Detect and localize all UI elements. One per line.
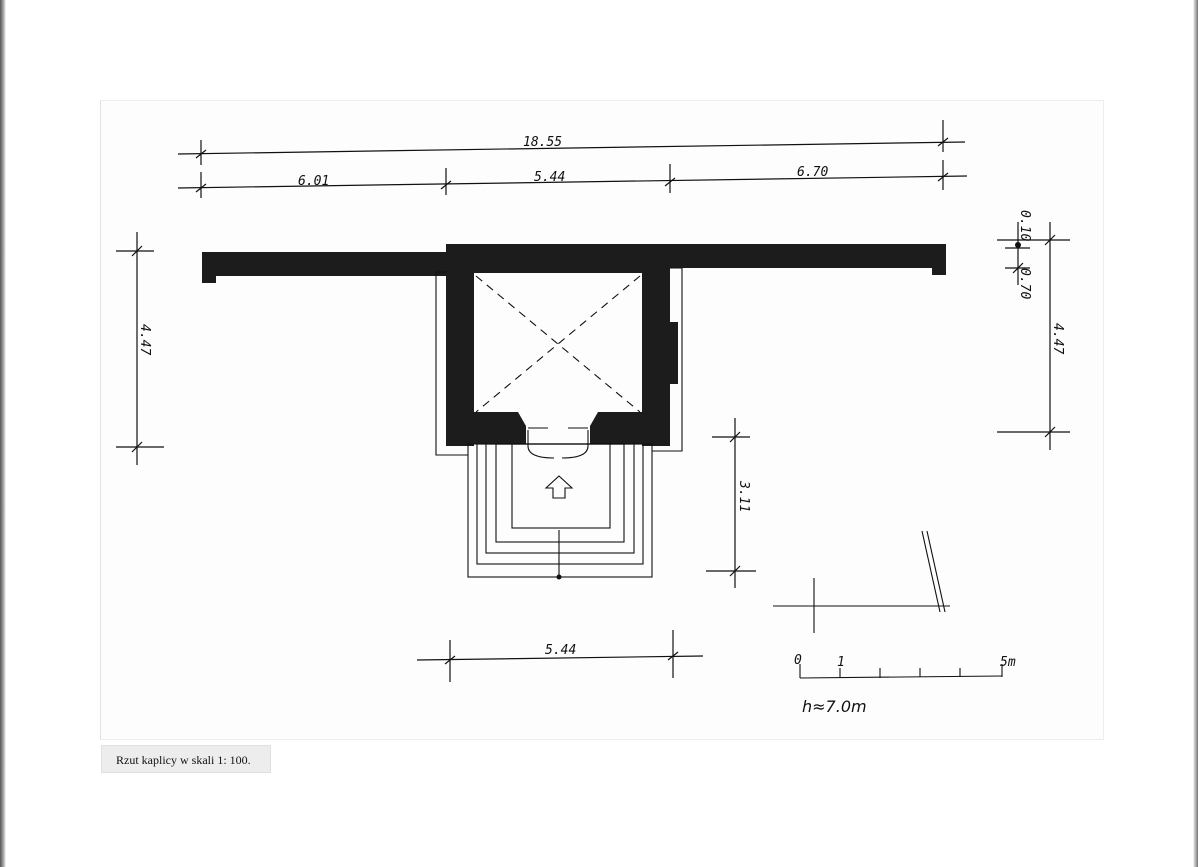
dim-tick [937,172,949,182]
dim-tick [667,651,679,661]
dim-label-overall: 18.55 [523,135,562,150]
dim-tick [195,183,207,193]
dim-line-porch-width [416,655,704,661]
dim-label-right-wing: 6.70 [797,165,828,180]
wall-right-pilaster [668,322,678,384]
dim-tick [664,177,676,187]
dim-label-porch-width: 5.44 [545,643,576,658]
dim-tick [937,137,949,147]
wall-left-wing-end [202,252,216,283]
porch-step [495,443,625,543]
dim-label-wall-thin: 0.10 [1017,210,1032,241]
plan-caption: Rzut kaplicy w skali 1: 100. [101,745,271,773]
dim-tick [729,565,741,577]
wall-dim-dot [1015,242,1021,248]
scale-bar [799,675,1003,679]
section-break [921,530,941,613]
scale-label-five: 5m [1000,655,1016,670]
plinth-outline-left [435,271,468,456]
door-leaf-left [527,430,555,459]
wall-right-wing-end [932,244,946,275]
dim-tick [1012,262,1024,274]
dim-label-wall-thick: 0.70 [1017,268,1032,299]
dim-line-segments [177,175,968,189]
plinth-outline-right [652,267,683,452]
porch-landing [511,443,611,529]
wall-front-right [590,412,670,444]
dim-line-overall [177,141,966,155]
porch-axis-dot [556,574,562,580]
dim-tick [440,180,452,190]
dim-tick [131,441,143,453]
dim-label-porch-depth: 3.11 [736,480,751,512]
vault-diagonal [475,275,641,413]
dim-tick [729,431,741,443]
vault-diagonal [475,275,641,413]
door-leaf-right [561,430,589,459]
dim-label-left-wing: 6.01 [298,174,329,189]
porch-step [476,443,644,565]
wall-front-left [446,412,526,444]
walls [202,244,946,446]
dim-label-depth-left: 4.47 [137,324,152,355]
dim-tick [131,245,143,257]
wall-chapel-top [446,244,670,273]
wall-right-wing [668,244,946,268]
section-break [926,530,946,613]
dim-label-depth-right: 4.47 [1050,323,1065,354]
scan-edge-left [0,0,6,867]
dim-label-chapel-width: 5.44 [534,170,565,185]
dim-tick [444,655,456,665]
dim-tick [1044,426,1056,438]
dim-tick [195,149,207,159]
dim-tick [1044,234,1056,246]
height-note: h≈7.0m [802,697,867,716]
wall-left-wing [202,252,448,276]
scan-edge-right [1193,0,1198,867]
entrance-arrow-icon [544,475,574,499]
scale-label-zero: 0 [794,653,802,668]
scale-label-one: 1 [837,655,845,670]
